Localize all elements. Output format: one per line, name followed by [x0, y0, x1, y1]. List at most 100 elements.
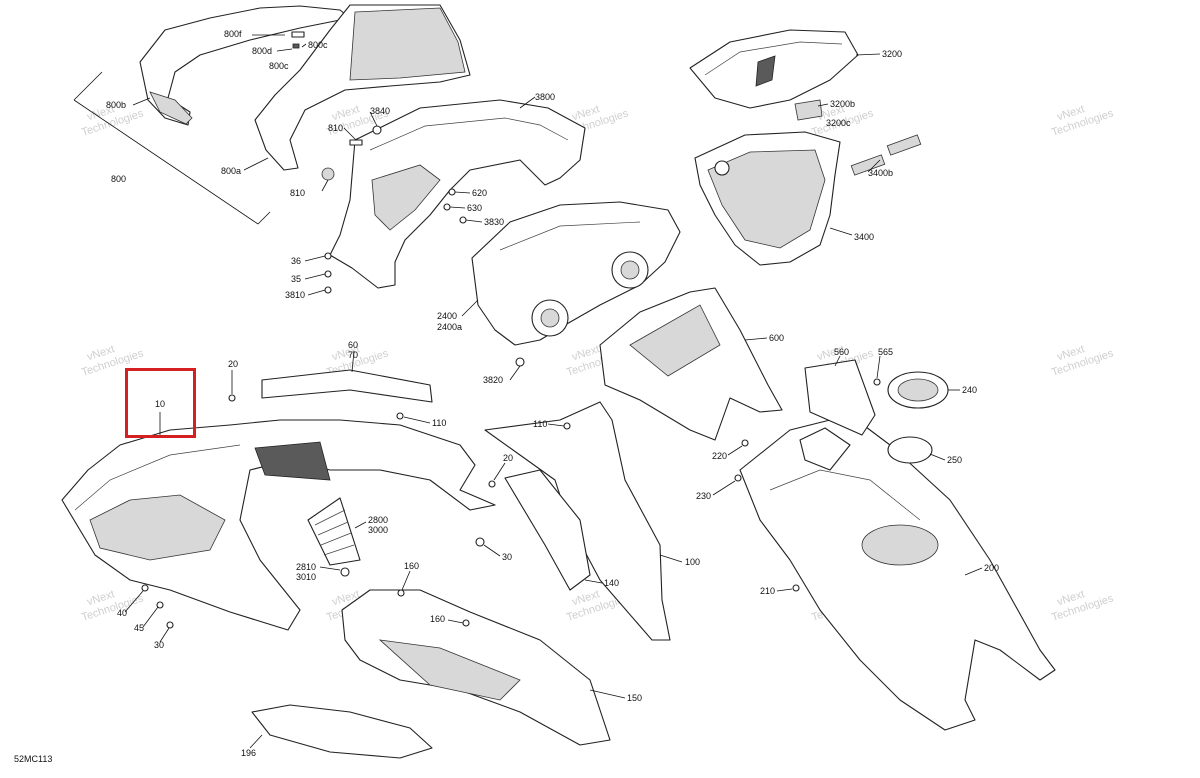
nut-30 [166, 621, 174, 629]
label-800[interactable]: 800 [111, 174, 126, 184]
label-160-b[interactable]: 160 [430, 614, 445, 624]
deflector-800f [139, 5, 351, 126]
label-250[interactable]: 250 [947, 455, 962, 465]
label-36[interactable]: 36 [291, 256, 301, 266]
screw-3810 [324, 286, 332, 294]
leader-3820 [509, 365, 521, 381]
label-3400b[interactable]: 3400b [868, 168, 893, 178]
label-35[interactable]: 35 [291, 274, 301, 284]
label-2400a[interactable]: 2400a [437, 322, 462, 332]
label-150[interactable]: 150 [627, 693, 642, 703]
screw-3830 [459, 216, 467, 224]
label-800c-b[interactable]: 800c [269, 61, 289, 71]
leader-160b [447, 619, 464, 624]
label-3830[interactable]: 3830 [484, 217, 504, 227]
group-bracket-800 [73, 71, 271, 225]
label-200[interactable]: 200 [984, 563, 999, 573]
lid-edge [704, 41, 843, 76]
label-20-a[interactable]: 20 [228, 359, 238, 369]
label-630[interactable]: 630 [467, 203, 482, 213]
label-230[interactable]: 230 [696, 491, 711, 501]
label-560[interactable]: 560 [834, 347, 849, 357]
leader-250 [929, 453, 946, 461]
label-40[interactable]: 40 [117, 608, 127, 618]
label-30-b[interactable]: 30 [154, 640, 164, 650]
label-810-b[interactable]: 810 [328, 123, 343, 133]
label-10[interactable]: 10 [155, 399, 165, 409]
clip-800d [291, 31, 305, 38]
label-110-b[interactable]: 110 [533, 419, 547, 429]
label-240[interactable]: 240 [962, 385, 977, 395]
label-810-a[interactable]: 810 [290, 188, 305, 198]
label-70[interactable]: 70 [348, 350, 358, 360]
label-565[interactable]: 565 [878, 347, 893, 357]
leader-140 [584, 579, 603, 584]
panel-150-stripe [378, 639, 521, 701]
screw-160a [397, 589, 405, 597]
leader-2810 [319, 566, 341, 571]
label-3800[interactable]: 3800 [535, 92, 555, 102]
label-800c-a[interactable]: 800c [308, 40, 328, 50]
label-800d[interactable]: 800d [252, 46, 272, 56]
leader-lines [124, 34, 983, 749]
body-upper-mount [799, 427, 851, 471]
fairing-side-panel [89, 494, 226, 561]
label-3810[interactable]: 3810 [285, 290, 305, 300]
fairing-crease [74, 444, 241, 511]
cover-560 [804, 359, 876, 436]
label-20-b[interactable]: 20 [503, 453, 513, 463]
leader-800d [276, 48, 293, 52]
label-30-a[interactable]: 30 [502, 552, 512, 562]
bin-drain [714, 160, 730, 176]
label-210[interactable]: 210 [760, 586, 775, 596]
highlight-box-part-10[interactable] [125, 368, 196, 438]
screw-36 [324, 252, 332, 260]
label-60[interactable]: 60 [348, 340, 358, 350]
label-196[interactable]: 196 [241, 748, 256, 758]
trim-strip-60 [261, 369, 433, 403]
fairing-vent [254, 441, 331, 481]
lid-stripe [755, 55, 776, 87]
leader-630 [449, 206, 466, 209]
leader-3400 [829, 227, 853, 236]
label-2400[interactable]: 2400 [437, 311, 457, 321]
screw-565 [873, 378, 881, 386]
label-800b[interactable]: 800b [106, 100, 126, 110]
screw-3820 [515, 357, 525, 367]
gauge-surround-600 [599, 287, 783, 441]
label-2810[interactable]: 2810 [296, 562, 316, 572]
leader-100 [659, 554, 683, 563]
label-3200c[interactable]: 3200c [826, 118, 851, 128]
leader-810a [321, 179, 329, 192]
label-600[interactable]: 600 [769, 333, 784, 343]
leader-565 [876, 355, 881, 379]
label-2800[interactable]: 2800 [368, 515, 388, 525]
label-140[interactable]: 140 [604, 578, 619, 588]
label-3840[interactable]: 3840 [370, 106, 390, 116]
clip-800c [292, 43, 300, 49]
nut-630 [443, 203, 451, 211]
part-2800-vent-grille [307, 497, 485, 577]
label-3010[interactable]: 3010 [296, 572, 316, 582]
label-800f[interactable]: 800f [224, 29, 242, 39]
label-45[interactable]: 45 [134, 623, 144, 633]
part-150-side-panel [341, 589, 611, 746]
leader-40 [124, 590, 144, 613]
front-fairing-10 [61, 419, 496, 631]
label-100[interactable]: 100 [685, 557, 700, 567]
label-800a[interactable]: 800a [221, 166, 241, 176]
label-620[interactable]: 620 [472, 188, 487, 198]
label-3400[interactable]: 3400 [854, 232, 874, 242]
part-600-gauge-surround [599, 287, 783, 441]
label-3200b[interactable]: 3200b [830, 99, 855, 109]
label-3200[interactable]: 3200 [882, 49, 902, 59]
part-240-cap-ring [804, 359, 949, 464]
label-220[interactable]: 220 [712, 451, 727, 461]
label-160-a[interactable]: 160 [404, 561, 419, 571]
headlight-bulb-right [620, 260, 640, 280]
leader-160a [401, 570, 411, 591]
label-3000[interactable]: 3000 [368, 525, 388, 535]
label-110-a[interactable]: 110 [432, 418, 446, 428]
label-3820[interactable]: 3820 [483, 375, 503, 385]
part-3200-storage-cover [689, 29, 859, 121]
